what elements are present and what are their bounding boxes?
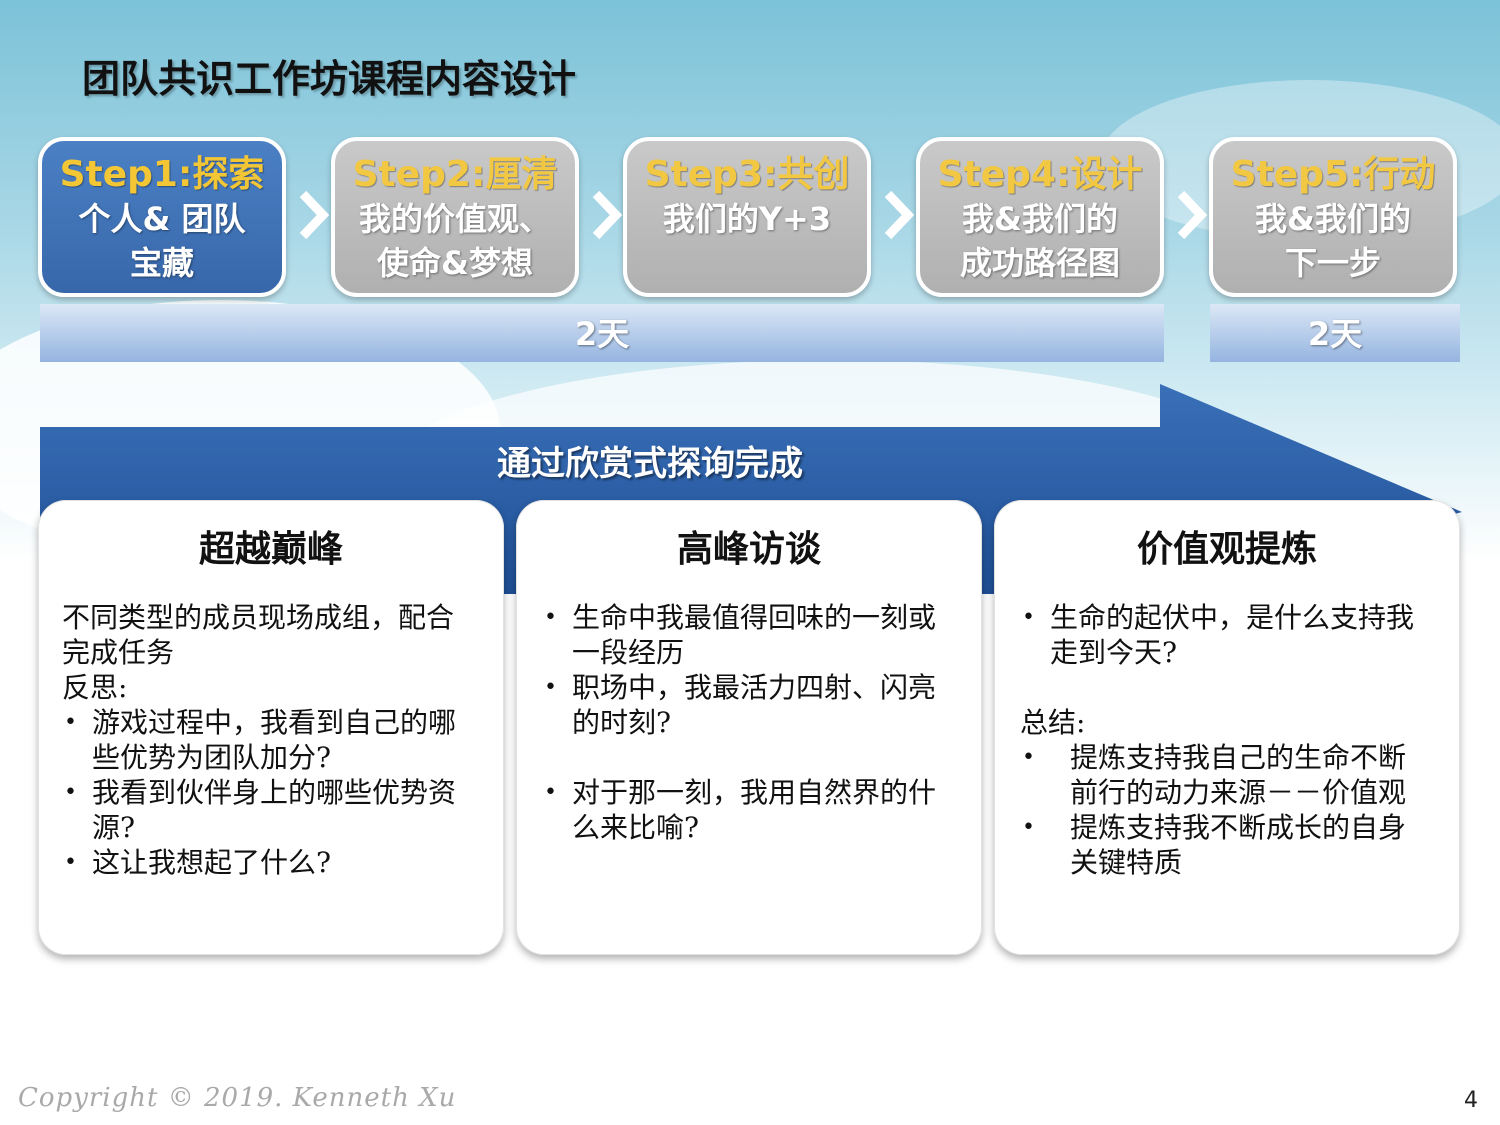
step-1-line-2: 宝藏 [129, 244, 194, 282]
list-item-text: 一段经历 [572, 636, 685, 669]
step-4-heading: Step4:设计 [937, 154, 1143, 195]
card-body: 不同类型的成员现场成组，配合 完成任务 反思: 游戏过程中，我看到自己的哪 些优… [62, 600, 484, 880]
list-item-text: 职场中，我最活力四射、闪亮 [572, 671, 937, 704]
card-body: 生命的起伏中，是什么支持我 走到今天? 总结: 提炼支持我自己的生命不断 前行的… [1020, 600, 1440, 880]
step-2-box[interactable]: Step2:厘清 我的价值观、 使命&梦想 [331, 137, 579, 297]
list-item-text: 些优势为团队加分? [92, 741, 332, 774]
list-item-text: 提炼支持我不断成长的自身 [1070, 811, 1407, 844]
bullet-list: 游戏过程中，我看到自己的哪 些优势为团队加分? 我看到伙伴身上的哪些优势资 源?… [62, 705, 484, 880]
duration-band-right: 2天 [1210, 304, 1460, 362]
list-item: 游戏过程中，我看到自己的哪 些优势为团队加分? [62, 705, 484, 775]
list-item-text: 前行的动力来源－－价值观 [1070, 776, 1407, 809]
card-text: 不同类型的成员现场成组，配合 [62, 601, 455, 634]
list-item-text: 走到今天? [1050, 636, 1178, 669]
list-item: 生命中我最值得回味的一刻或 一段经历 [542, 600, 962, 670]
list-item: 对于那一刻，我用自然界的什 么来比喻? [542, 775, 962, 845]
card-body: 生命中我最值得回味的一刻或 一段经历 职场中，我最活力四射、闪亮 的时刻? 对于… [542, 600, 962, 845]
list-item-text: 游戏过程中，我看到自己的哪 [92, 706, 457, 739]
list-item: 提炼支持我不断成长的自身 关键特质 [1020, 810, 1440, 880]
chevron-right-icon [592, 190, 622, 240]
page-number: 4 [1464, 1088, 1478, 1113]
step-5-line-1: 我&我们的 [1255, 200, 1411, 238]
copyright-text: Copyright © 2019. Kenneth Xu [18, 1083, 457, 1113]
list-item: 我看到伙伴身上的哪些优势资 源? [62, 775, 484, 845]
step-1-line-1: 个人& 团队 [78, 200, 246, 238]
step-4-line-2: 成功路径图 [959, 244, 1120, 282]
step-3-box[interactable]: Step3:共创 我们的Y+3 [623, 137, 871, 297]
step-5-heading: Step5:行动 [1230, 154, 1436, 195]
list-item-text: 我看到伙伴身上的哪些优势资 [92, 776, 457, 809]
bullet-list: 生命的起伏中，是什么支持我 走到今天? [1020, 600, 1440, 670]
card-title: 价值观提炼 [1136, 528, 1317, 570]
card-transcend-peak: 超越巅峰 不同类型的成员现场成组，配合 完成任务 反思: 游戏过程中，我看到自己… [38, 500, 504, 955]
chevron-right-icon [1177, 190, 1207, 240]
list-item: 这让我想起了什么? [62, 845, 484, 880]
list-item-text: 这让我想起了什么? [92, 846, 332, 879]
list-item-text: 提炼支持我自己的生命不断 [1070, 741, 1407, 774]
step-3-heading: Step3:共创 [644, 154, 850, 195]
step-2-line-2: 使命&梦想 [377, 244, 533, 282]
card-title: 高峰访谈 [676, 528, 821, 570]
step-2-line-1: 我的价值观、 [358, 200, 551, 238]
arrow-label: 通过欣赏式探询完成 [497, 444, 803, 484]
summary-list: 提炼支持我自己的生命不断 前行的动力来源－－价值观 提炼支持我不断成长的自身 关… [1020, 740, 1440, 880]
list-item-text: 关键特质 [1070, 846, 1183, 879]
bullet-list: 生命中我最值得回味的一刻或 一段经历 职场中，我最活力四射、闪亮 的时刻? 对于… [542, 600, 962, 845]
list-item-text: 源? [92, 811, 136, 844]
list-item-text: 对于那一刻，我用自然界的什 [572, 776, 937, 809]
step-3-line-1: 我们的Y+3 [662, 200, 832, 238]
list-item: 职场中，我最活力四射、闪亮 的时刻? [542, 670, 962, 740]
list-item: 生命的起伏中，是什么支持我 走到今天? [1020, 600, 1440, 670]
list-item-text: 生命的起伏中，是什么支持我 [1050, 601, 1415, 634]
summary-label: 总结: [1020, 706, 1086, 739]
step-4-line-1: 我&我们的 [962, 200, 1118, 238]
page-title: 团队共识工作坊课程内容设计 [82, 56, 577, 101]
step-1-box[interactable]: Step1:探索 个人& 团队 宝藏 [38, 137, 286, 297]
card-title: 超越巅峰 [198, 528, 343, 570]
card-values-refine: 价值观提炼 生命的起伏中，是什么支持我 走到今天? 总结: 提炼支持我自己的生命… [994, 500, 1460, 955]
duration-band-left: 2天 [40, 304, 1164, 362]
chevron-right-icon [299, 190, 329, 240]
card-text: 完成任务 [62, 636, 175, 669]
step-4-box[interactable]: Step4:设计 我&我们的 成功路径图 [916, 137, 1164, 297]
step-5-line-2: 下一步 [1284, 244, 1381, 282]
list-item: 提炼支持我自己的生命不断 前行的动力来源－－价值观 [1020, 740, 1440, 810]
card-peak-interview: 高峰访谈 生命中我最值得回味的一刻或 一段经历 职场中，我最活力四射、闪亮 的时… [516, 500, 982, 955]
list-item-text: 生命中我最值得回味的一刻或 [572, 601, 937, 634]
step-5-box[interactable]: Step5:行动 我&我们的 下一步 [1209, 137, 1457, 297]
chevron-right-icon [884, 190, 914, 240]
card-text: 反思: [62, 671, 128, 704]
list-item-text: 么来比喻? [572, 811, 700, 844]
list-item-text: 的时刻? [572, 706, 672, 739]
step-1-heading: Step1:探索 [59, 154, 265, 195]
step-2-heading: Step2:厘清 [352, 154, 558, 195]
